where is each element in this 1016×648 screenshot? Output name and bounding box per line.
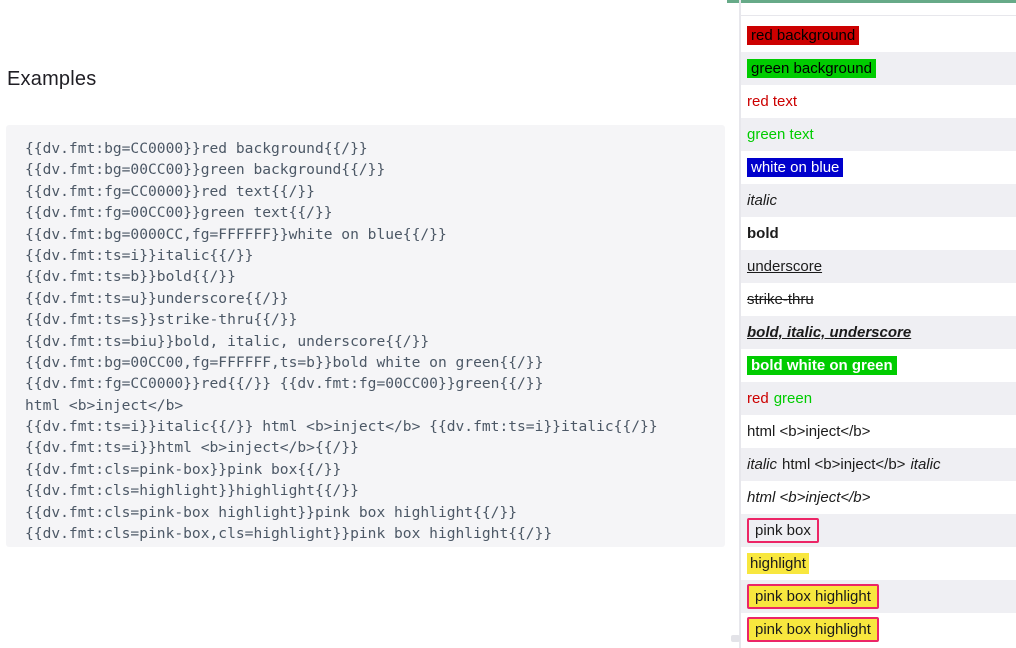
preview-row: bold: [741, 217, 1016, 250]
code-line: {{dv.fmt:cls=highlight}}highlight{{/}}: [25, 482, 359, 500]
formatted-html-inject-literal: html <b>inject</b>: [747, 423, 871, 440]
code-block: {{dv.fmt:bg=CC0000}}red background{{/}} {…: [6, 125, 725, 547]
code-line: {{dv.fmt:cls=pink-box}}pink box{{/}}: [25, 460, 342, 478]
page-title: Examples: [7, 68, 97, 90]
formatted-html-inject-literal: html <b>inject</b>: [782, 456, 906, 473]
formatted-bold-italic-underscore: bold, italic, underscore: [747, 324, 912, 341]
formatted-highlight: highlight: [747, 553, 809, 574]
formatted-pink-box: pink box: [747, 518, 819, 543]
preview-row: html <b>inject</b>: [741, 415, 1016, 448]
formatted-pink-box-highlight: pink box highlight: [747, 617, 879, 642]
formatted-red-text: red text: [747, 93, 798, 110]
formatted-italic-suffix: italic: [910, 456, 941, 473]
preview-row: white on blue: [741, 151, 1016, 184]
pane-accent-bar: [727, 0, 1016, 3]
code-line: {{dv.fmt:bg=CC0000}}red background{{/}}: [25, 140, 368, 157]
formatted-red-word: red: [747, 390, 769, 407]
formatted-red-background: red background: [747, 26, 860, 45]
preview-row: pink box highlight: [741, 613, 1016, 646]
preview-row: strike-thru: [741, 283, 1016, 316]
code-line: {{dv.fmt:fg=CC0000}}red{{/}} {{dv.fmt:fg…: [25, 375, 544, 393]
code-line: {{dv.fmt:ts=i}}html <b>inject</b>{{/}}: [25, 439, 359, 457]
code-line: {{dv.fmt:cls=pink-box highlight}}pink bo…: [25, 503, 518, 521]
code-line: {{dv.fmt:fg=00CC00}}green text{{/}}: [25, 204, 333, 222]
code-line: {{dv.fmt:ts=u}}underscore{{/}}: [25, 289, 289, 307]
code-line: {{dv.fmt:fg=CC0000}}red text{{/}}: [25, 182, 315, 200]
formatted-green-text: green text: [747, 126, 814, 143]
code-line: {{dv.fmt:bg=00CC00,fg=FFFFFF,ts=b}}bold …: [25, 353, 544, 371]
code-line: html <b>inject</b>: [25, 396, 184, 414]
preview-rows: red background green background red text…: [741, 15, 1016, 646]
preview-row: red text: [741, 85, 1016, 118]
code-line: {{dv.fmt:cls=pink-box,cls=highlight}}pin…: [25, 525, 553, 543]
preview-row: underscore: [741, 250, 1016, 283]
code-line: {{dv.fmt:ts=biu}}bold, italic, underscor…: [25, 332, 430, 350]
code-line: {{dv.fmt:bg=0000CC,fg=FFFFFF}}white on b…: [25, 225, 447, 243]
formatted-italic-prefix: italic: [747, 456, 778, 473]
code-line: {{dv.fmt:ts=s}}strike-thru{{/}}: [25, 311, 298, 329]
formatted-white-on-blue: white on blue: [747, 158, 844, 177]
formatted-green-word: green: [773, 390, 813, 407]
formatted-html-inject-italic: html <b>inject</b>: [747, 489, 871, 506]
formatted-underscore: underscore: [747, 258, 823, 275]
formatted-italic: italic: [747, 192, 778, 209]
preview-row: bold white on green: [741, 349, 1016, 382]
formatted-strike-thru: strike-thru: [747, 291, 814, 308]
preview-row: pink box highlight: [741, 580, 1016, 613]
content-pane: Examples {{dv.fmt:bg=CC0000}}red backgro…: [6, 68, 725, 547]
code-line: {{dv.fmt:ts=b}}bold{{/}}: [25, 268, 236, 286]
preview-row: red background: [741, 19, 1016, 52]
preview-row: green background: [741, 52, 1016, 85]
preview-row: bold, italic, underscore: [741, 316, 1016, 349]
preview-row: highlight: [741, 547, 1016, 580]
scrollbar-nub[interactable]: [731, 635, 740, 642]
code-line: {{dv.fmt:bg=00CC00}}green background{{/}…: [25, 161, 386, 179]
preview-row: green text: [741, 118, 1016, 151]
formatted-bold-white-on-green: bold white on green: [747, 356, 897, 375]
formatted-pink-box-highlight: pink box highlight: [747, 584, 879, 609]
code-line: {{dv.fmt:ts=i}}italic{{/}} html <b>injec…: [25, 418, 658, 436]
formatted-bold: bold: [747, 225, 779, 242]
preview-row: html <b>inject</b>: [741, 481, 1016, 514]
code-line: {{dv.fmt:ts=i}}italic{{/}}: [25, 246, 254, 264]
preview-row: pink box: [741, 514, 1016, 547]
formatted-green-background: green background: [747, 59, 876, 78]
preview-row: italic: [741, 184, 1016, 217]
preview-pane: red background green background red text…: [739, 0, 1016, 648]
